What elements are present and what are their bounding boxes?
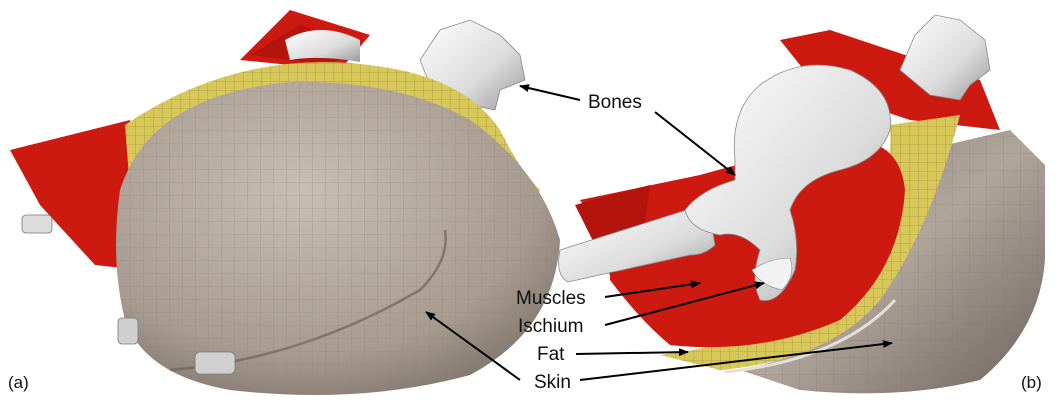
label-ischium: Ischium [518, 316, 583, 337]
arrow-bones-b [655, 112, 735, 175]
thigh-stub-lower-left [118, 318, 138, 344]
panel-label-a: (a) [8, 373, 29, 392]
thigh-stub-left [22, 215, 52, 233]
panel-a [10, 10, 560, 395]
label-muscles: Muscles [516, 288, 586, 309]
panel-b [559, 15, 1045, 393]
label-fat: Fat [537, 344, 565, 365]
thigh-stub-bottom [195, 352, 235, 374]
label-skin: Skin [534, 372, 571, 393]
label-bones: Bones [588, 92, 642, 113]
panel-label-b: (b) [1021, 373, 1042, 392]
arrow-bones-a [520, 86, 580, 100]
